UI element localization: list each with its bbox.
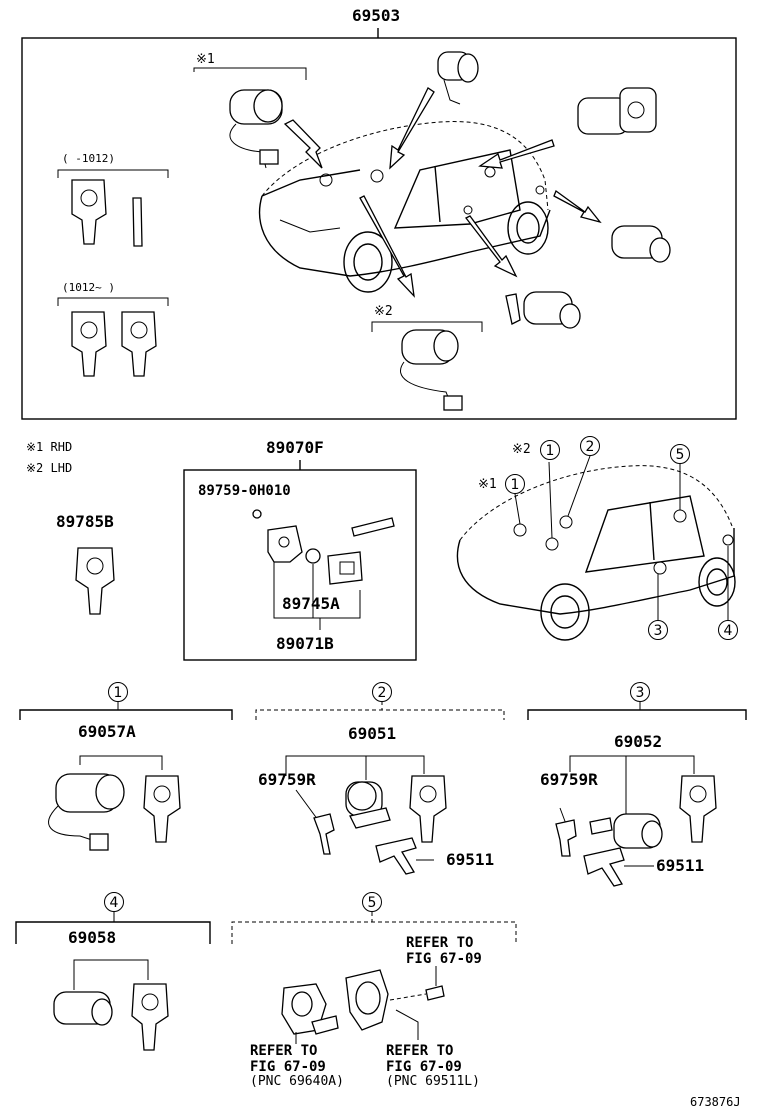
group5-ref-b-line1: REFER TO	[386, 1043, 454, 1059]
group2-clip-number: 69511	[446, 850, 495, 869]
group2-part-number: 69051	[348, 724, 397, 743]
screw-part-number: 89759-0H010	[198, 483, 291, 499]
group5-ref-b-line3: (PNC 69511L)	[386, 1074, 480, 1089]
group1-parts	[48, 755, 181, 851]
key-blank-part-number: 89785B	[56, 512, 114, 531]
rhd-marker: ※1	[196, 52, 215, 67]
group4-parts	[53, 959, 169, 1051]
group-frames	[15, 701, 747, 944]
key-icons-top	[71, 179, 157, 377]
group5-callout: 5	[362, 892, 382, 912]
locator-callout-1: 1	[540, 440, 560, 460]
legend-lhd: ※2 LHD	[26, 461, 73, 475]
legend-rhd: ※1 RHD	[26, 440, 73, 454]
late-bracket	[57, 297, 169, 306]
group5-parts	[281, 966, 445, 1044]
group5-ref-a-line3: (PNC 69640A)	[250, 1074, 344, 1089]
rhd-bracket	[193, 67, 307, 80]
group2-parts	[285, 755, 447, 875]
group3-part-number: 69052	[614, 732, 663, 751]
group5-ref-a-line2: FIG 67-09	[250, 1059, 326, 1075]
group5-ref-c-line2: FIG 67-09	[406, 951, 482, 967]
key-kit-part-number: 89070F	[266, 438, 324, 457]
group4-part-number: 69058	[68, 928, 117, 947]
range-early-label: ( -1012)	[62, 152, 115, 165]
early-bracket	[57, 169, 169, 178]
locator-rhd-marker: ※1	[478, 477, 497, 492]
range-late-label: (1012~ )	[62, 281, 115, 294]
case-part-number: 89745A	[282, 594, 340, 613]
car-illustration-top	[258, 121, 551, 293]
locator-callout-4: 4	[718, 620, 738, 640]
group3-parts	[555, 755, 717, 887]
group2-callout: 2	[372, 682, 392, 702]
lhd-marker: ※2	[374, 304, 393, 319]
locator-callout-3: 3	[648, 620, 668, 640]
locator-callout-2: 2	[580, 436, 600, 456]
top-assembly-frame	[21, 37, 737, 420]
group2-retainer-number: 69759R	[258, 770, 316, 789]
group5-ref-c-line1: REFER TO	[406, 935, 474, 951]
group4-callout: 4	[104, 892, 124, 912]
pointer-arrows	[283, 87, 602, 298]
top-assembly-number: 69503	[352, 6, 401, 25]
subassembly-part-number: 89071B	[276, 634, 334, 653]
lock-cylinder-illus	[229, 51, 671, 411]
group3-callout: 3	[630, 682, 650, 702]
group1-callout: 1	[108, 682, 128, 702]
group5-ref-b-line2: FIG 67-09	[386, 1059, 462, 1075]
figure-id: 673876J	[690, 1095, 741, 1109]
lhd-bracket	[371, 321, 483, 332]
key-blank-illus	[75, 547, 115, 615]
locator-callout-1b: 1	[505, 474, 525, 494]
group5-ref-a-line1: REFER TO	[250, 1043, 318, 1059]
locator-lhd-marker: ※2	[512, 442, 531, 457]
car-illustration-locator	[456, 455, 736, 641]
key-kit-parts	[252, 509, 395, 630]
group3-clip-number: 69511	[656, 856, 705, 875]
group3-retainer-number: 69759R	[540, 770, 598, 789]
group1-part-number: 69057A	[78, 722, 136, 741]
locator-callout-5: 5	[670, 444, 690, 464]
